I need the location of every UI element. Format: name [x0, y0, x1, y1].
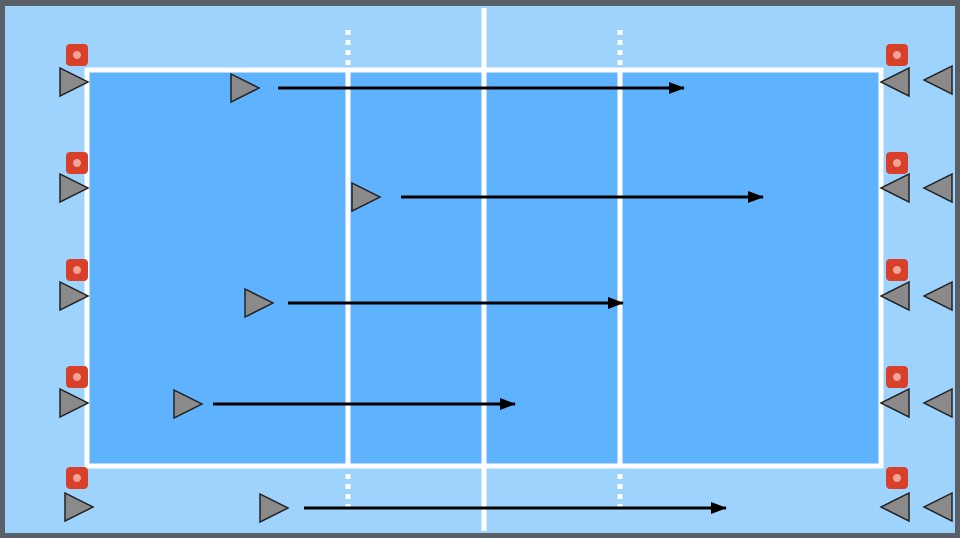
player-triangle-icon [922, 491, 953, 523]
cone-marker-icon [886, 44, 908, 66]
player-triangle-icon [230, 72, 261, 104]
player-triangle-icon [879, 172, 910, 204]
movement-arrows [213, 82, 764, 514]
cones-right-side [886, 44, 908, 489]
cone-marker-icon [886, 152, 908, 174]
players-left-side [59, 66, 95, 523]
player-triangle-icon [59, 387, 90, 419]
cone-marker-icon [66, 44, 88, 66]
players-on-court [173, 72, 382, 524]
cone-marker-icon [886, 259, 908, 281]
player-triangle-icon [59, 66, 90, 98]
players-right-side [879, 64, 953, 523]
player-triangle-icon [879, 491, 910, 523]
cones-left-side [66, 44, 88, 489]
player-triangle-icon [59, 280, 90, 312]
player-triangle-icon [922, 172, 953, 204]
cone-marker-icon [66, 152, 88, 174]
cone-marker-icon [66, 467, 88, 489]
player-triangle-icon [59, 172, 90, 204]
player-triangle-icon [173, 388, 204, 420]
cone-marker-icon [66, 259, 88, 281]
cone-marker-icon [886, 467, 908, 489]
cone-marker-icon [886, 366, 908, 388]
player-triangle-icon [879, 387, 910, 419]
player-triangle-icon [922, 280, 953, 312]
player-triangle-icon [879, 66, 910, 98]
player-triangle-icon [351, 181, 382, 213]
cone-marker-icon [66, 366, 88, 388]
player-triangle-icon [244, 287, 275, 319]
player-triangle-icon [922, 64, 953, 96]
player-triangle-icon [922, 387, 953, 419]
player-triangle-icon [64, 491, 95, 523]
player-triangle-icon [879, 280, 910, 312]
court-lines [345, 8, 623, 531]
player-triangle-icon [259, 492, 290, 524]
